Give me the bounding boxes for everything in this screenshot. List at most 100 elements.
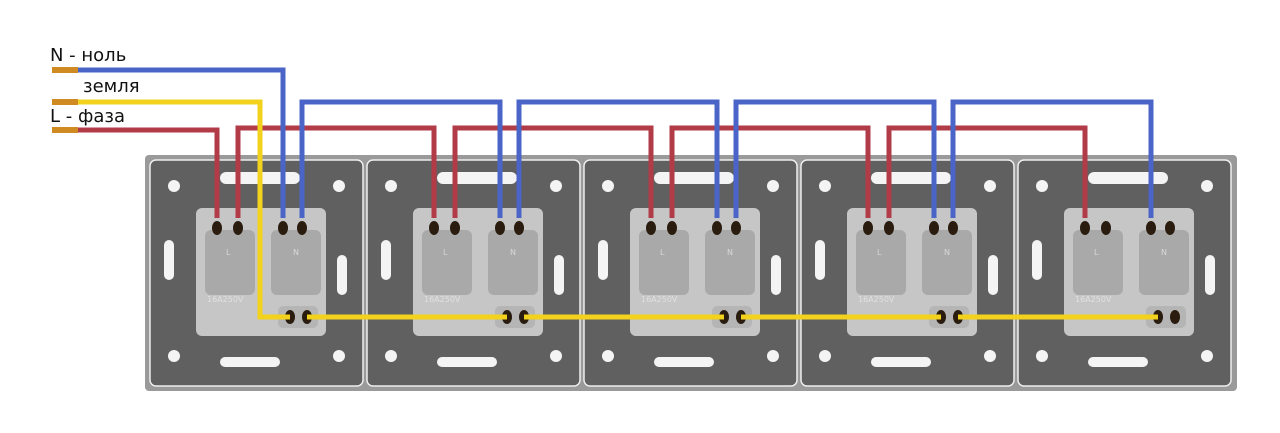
n-terminal-block <box>705 230 755 295</box>
terminal-hole <box>667 221 677 235</box>
mount-slot <box>654 172 734 184</box>
mount-hole <box>1036 180 1048 192</box>
mount-hole <box>1201 180 1213 192</box>
terminal-hole <box>731 221 741 235</box>
terminal-hole <box>1101 221 1111 235</box>
rating-label: 16A250V <box>207 295 244 304</box>
mount-hole <box>602 180 614 192</box>
mount-slot <box>871 172 951 184</box>
rating-label: 16A250V <box>641 295 678 304</box>
terminal-hole <box>884 221 894 235</box>
phase-jumper-wire <box>669 125 871 218</box>
neutral-label: N - ноль <box>50 45 127 66</box>
rating-label: 16A250V <box>424 295 461 304</box>
n-mark: N <box>727 248 733 257</box>
terminal-hole <box>1080 221 1090 235</box>
neutral-wire <box>78 67 286 218</box>
mount-hole <box>984 180 996 192</box>
mount-hole <box>550 350 562 362</box>
terminal-hole <box>948 221 958 235</box>
l-terminal-block <box>639 230 689 295</box>
terminal-hole <box>233 221 243 235</box>
l-mark: L <box>877 248 882 257</box>
l-terminal-block <box>1073 230 1123 295</box>
rating-label: 16A250V <box>858 295 895 304</box>
neutral-jumper-wire <box>299 99 503 218</box>
phase-wire <box>78 127 220 218</box>
mount-hole <box>1036 350 1048 362</box>
l-terminal-block <box>422 230 472 295</box>
terminal-hole <box>429 221 439 235</box>
terminal-hole <box>646 221 656 235</box>
n-mark: N <box>293 248 299 257</box>
neutral-jumper-wire <box>516 99 720 218</box>
ground-label: земля <box>83 76 140 97</box>
mount-hole <box>819 180 831 192</box>
n-mark: N <box>510 248 516 257</box>
lead-tip <box>52 127 78 133</box>
mount-slot <box>771 255 781 295</box>
mount-slot <box>654 357 714 367</box>
l-terminal-block <box>205 230 255 295</box>
mount-hole <box>602 350 614 362</box>
mount-hole <box>333 350 345 362</box>
neutral-jumper-wire <box>733 99 937 218</box>
n-terminal-block <box>488 230 538 295</box>
terminal-hole <box>450 221 460 235</box>
mount-slot <box>337 255 347 295</box>
phase-jumper-wire <box>235 125 437 218</box>
mount-hole <box>984 350 996 362</box>
mount-slot <box>1088 172 1168 184</box>
ground-wire <box>78 99 290 320</box>
n-mark: N <box>1161 248 1167 257</box>
l-mark: L <box>660 248 665 257</box>
mount-hole <box>550 180 562 192</box>
terminal-hole <box>712 221 722 235</box>
n-mark: N <box>944 248 950 257</box>
terminal-hole <box>297 221 307 235</box>
mount-hole <box>385 180 397 192</box>
mount-hole <box>333 180 345 192</box>
terminal-hole <box>863 221 873 235</box>
mount-slot <box>164 240 174 280</box>
mount-slot <box>815 240 825 280</box>
terminal-hole <box>495 221 505 235</box>
mount-hole <box>168 350 180 362</box>
mount-slot <box>381 240 391 280</box>
mount-slot <box>871 357 931 367</box>
mount-slot <box>1032 240 1042 280</box>
phase-label: L - фаза <box>50 106 125 127</box>
ground-terminal-hole <box>1170 310 1180 324</box>
terminal-hole <box>212 221 222 235</box>
mount-slot <box>554 255 564 295</box>
rating-label: 16A250V <box>1075 295 1112 304</box>
n-terminal-block <box>271 230 321 295</box>
n-terminal-block <box>922 230 972 295</box>
l-mark: L <box>226 248 231 257</box>
lead-tip <box>52 99 78 105</box>
mount-hole <box>168 180 180 192</box>
terminal-hole <box>1146 221 1156 235</box>
phase-jumper-wire <box>452 125 654 218</box>
mount-hole <box>1201 350 1213 362</box>
mount-slot <box>1205 255 1215 295</box>
lead-tip <box>52 67 78 73</box>
terminal-hole <box>929 221 939 235</box>
l-terminal-block <box>856 230 906 295</box>
n-terminal-block <box>1139 230 1189 295</box>
mount-slot <box>220 357 280 367</box>
mount-hole <box>767 350 779 362</box>
mount-slot <box>1088 357 1148 367</box>
terminal-hole <box>278 221 288 235</box>
terminal-hole <box>1165 221 1175 235</box>
mount-hole <box>385 350 397 362</box>
neutral-jumper-wire <box>950 99 1154 218</box>
mount-slot <box>437 172 517 184</box>
mount-hole <box>767 180 779 192</box>
mount-slot <box>437 357 497 367</box>
phase-jumper-wire <box>886 125 1088 218</box>
l-mark: L <box>443 248 448 257</box>
terminal-hole <box>514 221 524 235</box>
